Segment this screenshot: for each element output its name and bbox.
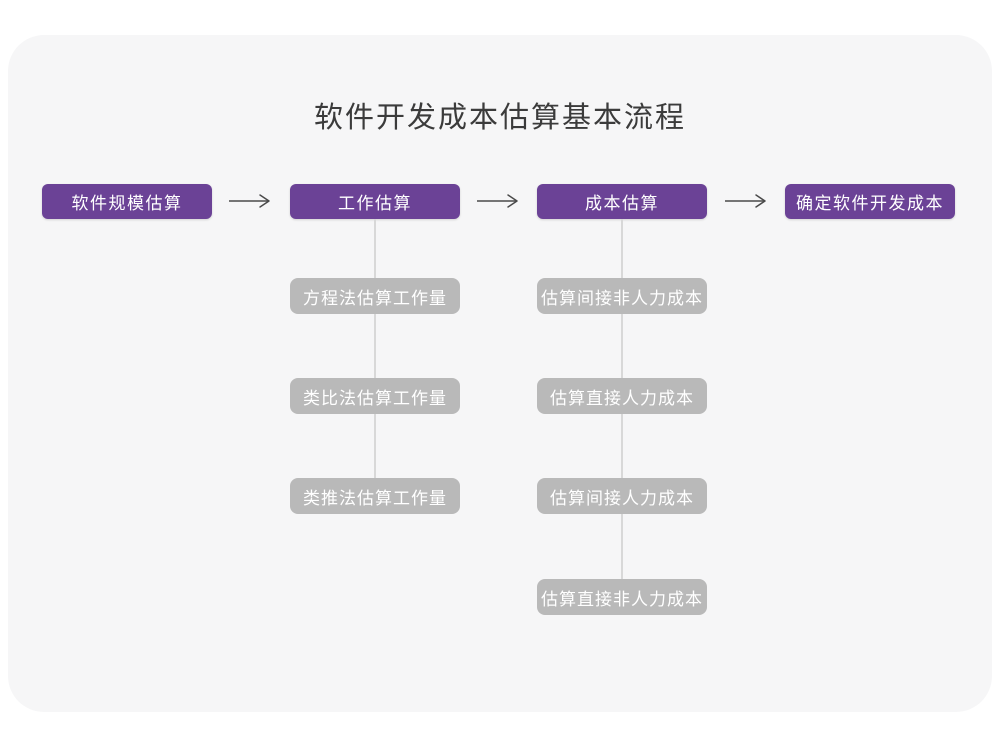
arrow-right-icon	[229, 194, 270, 208]
stage-determine-development-cost: 确定软件开发成本	[785, 184, 955, 219]
substep-extrapolation-method-effort: 类推法估算工作量	[290, 478, 460, 514]
substep-direct-nonlabor-cost: 估算直接非人力成本	[537, 579, 707, 615]
stage-work-estimation: 工作估算	[290, 184, 460, 219]
substep-direct-labor-cost: 估算直接人力成本	[537, 378, 707, 414]
substep-analogy-method-effort: 类比法估算工作量	[290, 378, 460, 414]
arrow-right-icon	[725, 194, 766, 208]
substep-indirect-nonlabor-cost: 估算间接非人力成本	[537, 278, 707, 314]
substep-indirect-labor-cost: 估算间接人力成本	[537, 478, 707, 514]
stage-cost-estimation: 成本估算	[537, 184, 707, 219]
substep-equation-method-effort: 方程法估算工作量	[290, 278, 460, 314]
stage-software-scale-estimation: 软件规模估算	[42, 184, 212, 219]
arrow-right-icon	[477, 194, 518, 208]
connector-line-work-estimation	[374, 219, 376, 497]
diagram-title: 软件开发成本估算基本流程	[313, 102, 686, 134]
flowchart-card	[8, 35, 992, 712]
